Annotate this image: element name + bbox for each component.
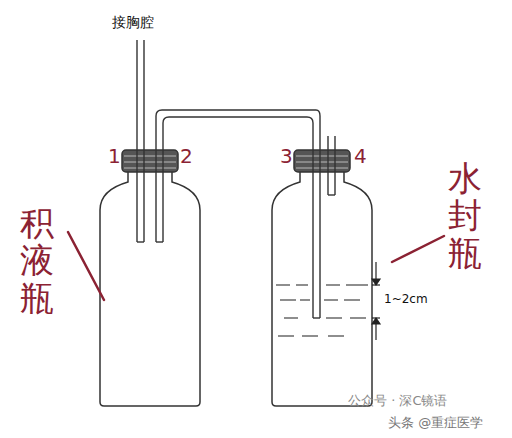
callout-number: 1 [108, 144, 121, 168]
bottle-label: 水封瓶 [448, 160, 482, 272]
callout-number: 4 [354, 144, 367, 168]
watermark: 公众号 · 深C镜语 [348, 392, 447, 410]
watermark: 头条 @重症医学 [388, 414, 483, 432]
callout-number: 3 [280, 144, 293, 168]
dimension-label: 1~2cm [384, 292, 428, 306]
callout-number: 2 [180, 144, 193, 168]
bottle-label: 积液瓶 [20, 205, 54, 317]
tube-label: 接胸腔 [112, 14, 154, 32]
